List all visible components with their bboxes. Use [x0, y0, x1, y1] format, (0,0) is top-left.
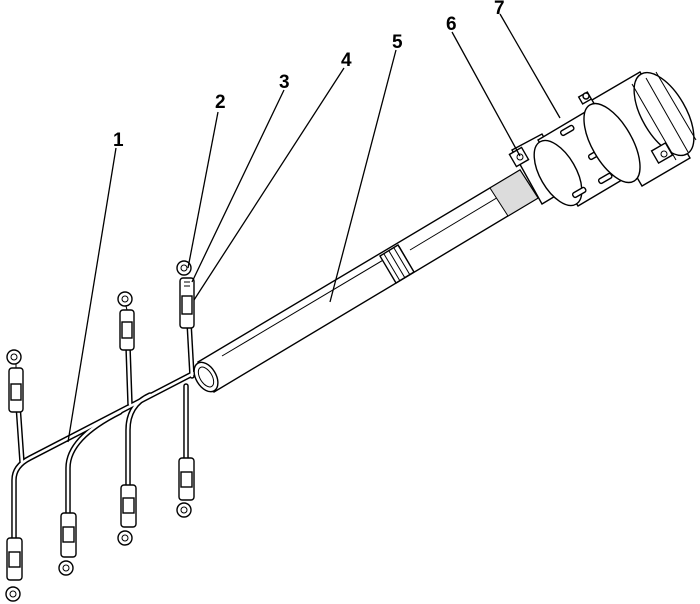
lug-left-top [6, 349, 24, 413]
connector-body [577, 71, 697, 187]
callout-5: 5 [392, 32, 403, 53]
callout-4: 4 [341, 50, 352, 71]
lug-middle-top [117, 291, 135, 351]
coupling-nut [533, 107, 633, 207]
callout-3: 3 [279, 72, 290, 93]
leader-6 [451, 31, 521, 157]
leader-5 [329, 49, 397, 303]
leader-3 [191, 89, 285, 283]
callout-1: 1 [113, 130, 124, 151]
leader-2 [187, 111, 219, 269]
lug-third-bottom [117, 484, 137, 546]
lug-second-bottom [58, 512, 77, 576]
connector [508, 71, 697, 207]
leader-1 [67, 147, 117, 443]
cable-sleeve-band [379, 244, 415, 284]
callout-labels: 1 2 3 4 5 6 7 [113, 0, 505, 151]
main-cable [193, 169, 539, 393]
leader-7 [499, 13, 561, 119]
callout-2: 2 [215, 92, 226, 113]
terminal-lugs [5, 260, 195, 602]
callout-6: 6 [446, 14, 457, 35]
lug-left-bottom [5, 537, 23, 602]
leader-lines [67, 13, 561, 443]
wire-branches [11, 283, 203, 548]
callout-7: 7 [494, 0, 505, 19]
lug-right-top [176, 260, 195, 329]
leader-4 [193, 67, 345, 301]
lug-fourth-bottom [176, 457, 195, 518]
